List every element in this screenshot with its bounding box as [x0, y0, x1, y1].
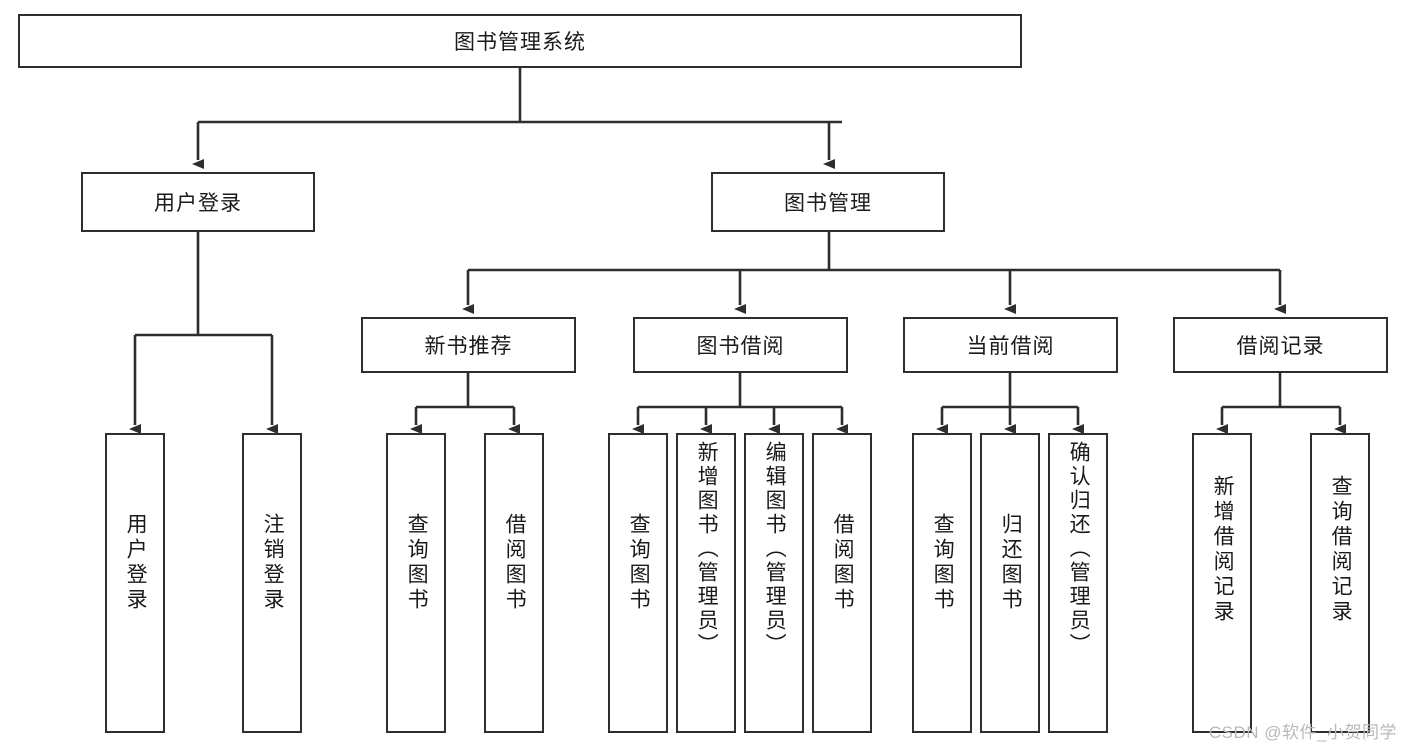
- leaf-borrow-record-query-record[interactable]: 查询借阅记录: [1310, 433, 1370, 733]
- node-label: 归还图书: [999, 513, 1023, 613]
- leaf-book-borrow-add-book-admin[interactable]: 新增图书（管理员）: [676, 433, 736, 733]
- node-label: 查询图书: [627, 513, 651, 613]
- node-label: 新增借阅记录: [1211, 475, 1235, 625]
- node-label: 新书推荐: [424, 335, 513, 358]
- leaf-user-login-login[interactable]: 用户登录: [105, 433, 165, 733]
- node-label: 查询图书: [405, 513, 429, 613]
- leaf-current-borrow-confirm-return-admin[interactable]: 确认归还（管理员）: [1048, 433, 1108, 733]
- leaf-book-borrow-edit-book-admin[interactable]: 编辑图书（管理员）: [744, 433, 804, 733]
- node-label: 借阅记录: [1236, 335, 1325, 358]
- leaf-current-borrow-query-book[interactable]: 查询图书: [912, 433, 972, 733]
- node-label: 图书借阅: [696, 335, 785, 358]
- node-new-book-recommend[interactable]: 新书推荐: [361, 317, 576, 373]
- leaf-book-borrow-borrow-book[interactable]: 借阅图书: [812, 433, 872, 733]
- leaf-new-book-borrow-book[interactable]: 借阅图书: [484, 433, 544, 733]
- node-label: 注销登录: [261, 513, 285, 613]
- node-borrow-record[interactable]: 借阅记录: [1173, 317, 1388, 373]
- leaf-current-borrow-return-book[interactable]: 归还图书: [980, 433, 1040, 733]
- node-label: 借阅图书: [831, 513, 855, 613]
- leaf-new-book-query-book[interactable]: 查询图书: [386, 433, 446, 733]
- node-current-borrow[interactable]: 当前借阅: [903, 317, 1118, 373]
- node-label: 编辑图书（管理员）: [763, 441, 787, 657]
- leaf-user-login-logout[interactable]: 注销登录: [242, 433, 302, 733]
- node-label: 新增图书（管理员）: [695, 441, 719, 657]
- node-label: 图书管理系统: [454, 31, 586, 54]
- node-label: 当前借阅: [966, 335, 1055, 358]
- node-label: 查询借阅记录: [1329, 475, 1353, 625]
- node-user-login[interactable]: 用户登录: [81, 172, 315, 232]
- node-book-borrow[interactable]: 图书借阅: [633, 317, 848, 373]
- node-label: 用户登录: [154, 192, 242, 215]
- node-label: 查询图书: [931, 513, 955, 613]
- watermark-text: CSDN @软件_小贺同学: [1208, 723, 1397, 742]
- node-book-management[interactable]: 图书管理: [711, 172, 945, 232]
- node-label: 用户登录: [124, 513, 148, 613]
- node-label: 确认归还（管理员）: [1067, 441, 1091, 657]
- leaf-book-borrow-query-book[interactable]: 查询图书: [608, 433, 668, 733]
- node-root-system[interactable]: 图书管理系统: [18, 14, 1022, 68]
- leaf-borrow-record-add-record[interactable]: 新增借阅记录: [1192, 433, 1252, 733]
- node-label: 图书管理: [784, 192, 872, 215]
- node-label: 借阅图书: [503, 513, 527, 613]
